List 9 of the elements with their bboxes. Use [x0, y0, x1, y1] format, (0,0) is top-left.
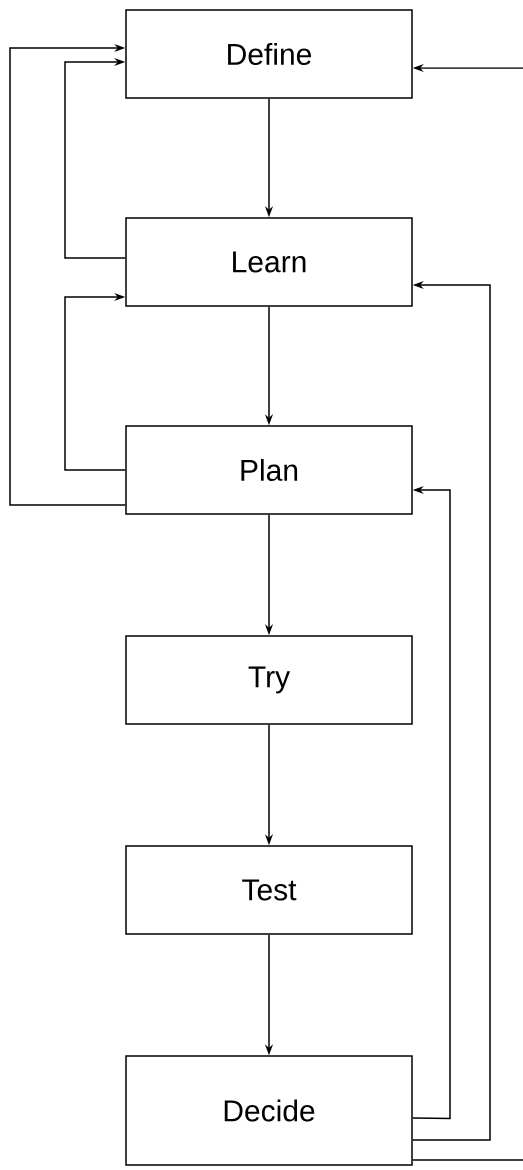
- arrow: [64, 57, 126, 259]
- process-box: Learn: [125, 217, 413, 307]
- arrow: [64, 292, 126, 471]
- process-box: Decide: [125, 1055, 413, 1166]
- process-box: Plan: [125, 425, 413, 515]
- process-box: Define: [125, 9, 413, 99]
- arrow: [9, 43, 126, 506]
- process-box: Try: [125, 635, 413, 725]
- process-box: Test: [125, 845, 413, 935]
